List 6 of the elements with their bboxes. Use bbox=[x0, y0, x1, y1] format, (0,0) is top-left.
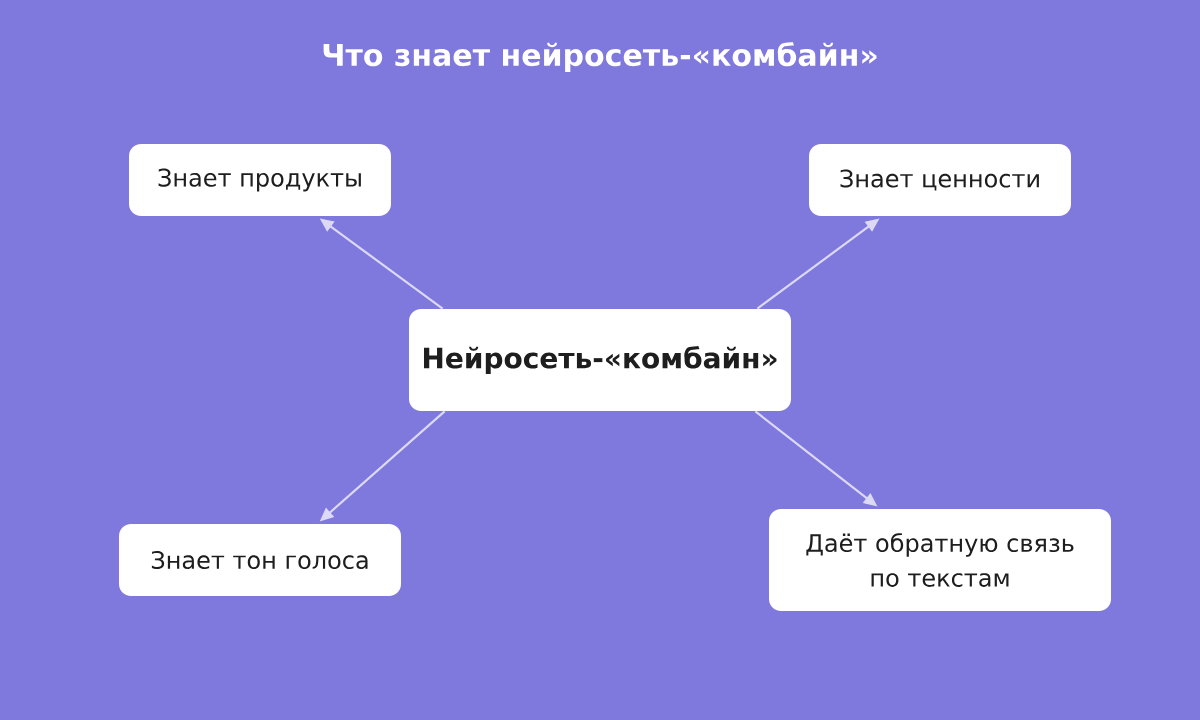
rounded-box: Нейросеть-«комбайн» bbox=[409, 309, 791, 411]
rounded-box: Даёт обратную связь по текстам bbox=[769, 509, 1111, 611]
rounded-box: Знает продукты bbox=[129, 144, 391, 216]
title: Что знает нейросеть-«комбайн» bbox=[323, 42, 877, 72]
rounded-box: Знает тон голоса bbox=[119, 524, 401, 596]
rounded-box: Знает ценности bbox=[809, 144, 1071, 216]
